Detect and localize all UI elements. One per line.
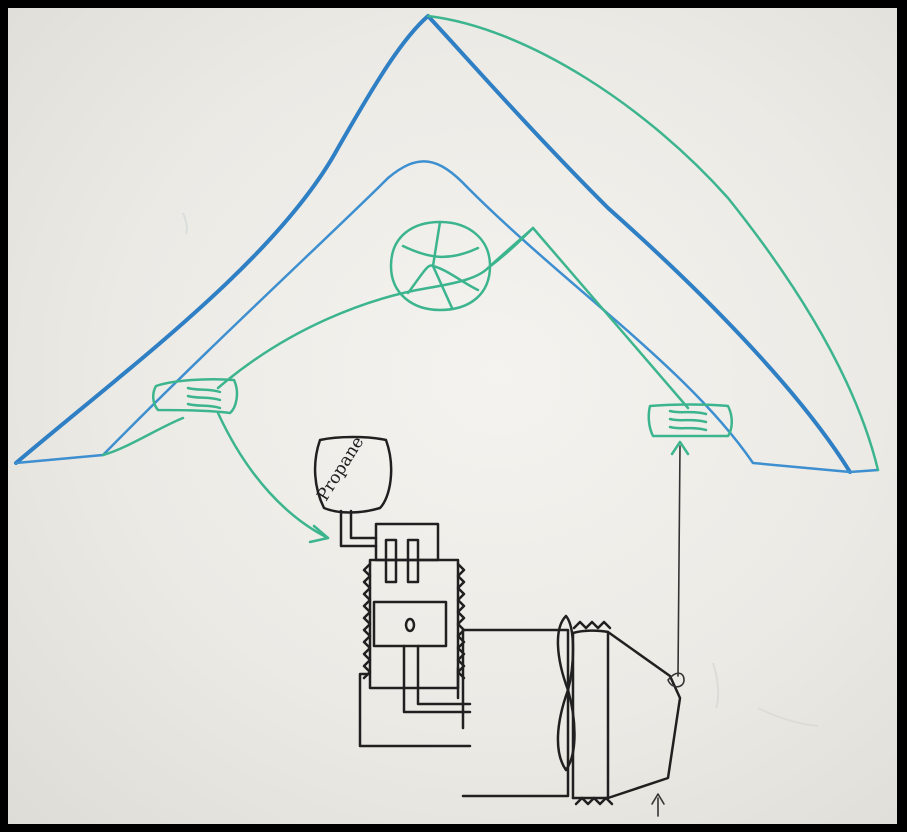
hand-drawn-diagram: Propane — [8, 8, 897, 824]
roof-arch — [16, 16, 878, 472]
left-vent — [153, 379, 237, 413]
whiteboard: Propane — [8, 8, 897, 824]
blower-unit — [463, 616, 684, 804]
furnace — [360, 524, 470, 746]
airflow-arrow-left — [218, 413, 328, 542]
propane-tank: Propane — [313, 433, 391, 546]
smudges — [183, 213, 818, 726]
fan-icon — [391, 222, 533, 310]
propane-label: Propane — [313, 433, 368, 505]
